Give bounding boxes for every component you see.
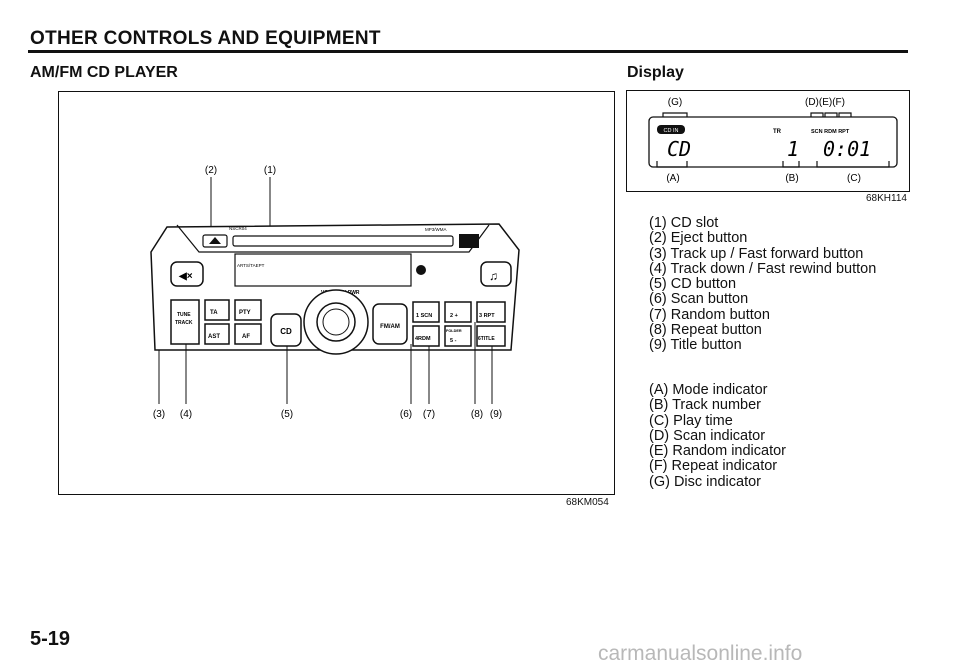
list-item: (8) Repeat button (649, 322, 762, 339)
indicators-list: (A) Mode indicator (B) Track number (C) … (649, 382, 786, 490)
callout-8: (8) (471, 409, 483, 420)
model-label: NSCR04 (229, 226, 247, 231)
svg-text:3 RPT: 3 RPT (479, 313, 495, 319)
track-segment: 1 (787, 137, 799, 161)
callout-1: (1) (264, 165, 276, 176)
right-figure-id: 68KH114 (866, 193, 907, 204)
list-item: (A) Mode indicator (649, 382, 768, 398)
format-label: MP3/WMA (425, 227, 447, 232)
left-heading: AM/FM CD PLAYER (30, 64, 178, 81)
right-heading: Display (627, 64, 684, 81)
lcd-frame (648, 116, 898, 168)
list-item: (4) Track down / Fast rewind button (649, 260, 877, 277)
callout-9: (9) (490, 409, 502, 420)
list-item: (E) Random indicator (649, 443, 786, 460)
cd-button-shape (270, 313, 302, 347)
label-c: (C) (847, 173, 861, 184)
header-rule (28, 50, 908, 53)
svg-text:◀×: ◀× (178, 271, 193, 282)
svg-text:SCN RDM RPT: SCN RDM RPT (811, 129, 850, 135)
callout-5: (5) (281, 409, 293, 420)
svg-text:FM/AM: FM/AM (380, 324, 400, 330)
music-button-shape (480, 261, 512, 287)
label-b: (B) (785, 173, 798, 184)
list-item: (9) Title button (649, 337, 742, 354)
list-item: (1) CD slot (649, 215, 719, 231)
list-item: (B) Track number (649, 397, 761, 414)
svg-text:AF: AF (242, 334, 250, 340)
left-figure-id: 68KM054 (566, 497, 609, 508)
list-item: (5) CD button (649, 276, 737, 293)
list-item: (C) Play time (649, 412, 733, 429)
label-a: (A) (666, 173, 679, 184)
cd-slot-shape (232, 235, 454, 247)
svg-text:1 SCN: 1 SCN (416, 313, 432, 319)
section-title: OTHER CONTROLS AND EQUIPMENT (30, 28, 381, 49)
callout-2: (2) (205, 165, 217, 176)
svg-text:PTY: PTY (239, 310, 251, 316)
mp3-logo (459, 234, 479, 248)
svg-text:♫: ♫ (489, 269, 498, 283)
watermark: carmanualsonline.info (598, 642, 803, 665)
mute-button-shape (170, 261, 204, 287)
label-g: (G) (668, 97, 682, 108)
cd-in-badge (657, 125, 685, 134)
svg-text:CD: CD (280, 327, 292, 336)
svg-text:ARTS/TAEPT: ARTS/TAEPT (237, 263, 265, 268)
svg-text:5 -: 5 - (450, 338, 457, 344)
svg-text:TUNE: TUNE (177, 312, 191, 318)
label-def: (D)(E)(F) (805, 97, 845, 108)
svg-text:TRACK: TRACK (175, 320, 193, 326)
svg-text:AST: AST (208, 334, 220, 340)
cd-player-figure: (2) (1) NSCR04 MP3/WMA ◀× ♫ ARTS/TAEPT V… (58, 91, 615, 495)
svg-text:TA: TA (210, 310, 218, 316)
cd-player-illustration: (2) (1) NSCR04 MP3/WMA ◀× ♫ ARTS/TAEPT V… (150, 165, 520, 420)
svg-text:TR: TR (773, 129, 782, 135)
list-item: (6) Scan button (649, 291, 749, 308)
list-item: (G) Disc indicator (649, 473, 761, 490)
svg-text:CD IN: CD IN (664, 128, 679, 134)
unit-display-window (234, 253, 412, 287)
display-figure: (G) (D)(E)(F) CD IN TR SCN RDM RPT CD 1 … (626, 90, 910, 192)
callout-6: (6) (400, 409, 412, 420)
svg-text:FOLDER: FOLDER (446, 329, 462, 333)
svg-text:2 +: 2 + (450, 313, 458, 319)
list-item: (3) Track up / Fast forward button (649, 245, 864, 262)
page-number: 5-19 (30, 628, 71, 650)
list-item: (7) Random button (649, 306, 770, 323)
display-illustration: (G) (D)(E)(F) CD IN TR SCN RDM RPT CD 1 … (648, 97, 898, 184)
callout-4: (4) (180, 409, 192, 420)
svg-text:6TITLE: 6TITLE (478, 336, 495, 342)
buttons-list: (1) CD slot (2) Eject button (3) Track u… (649, 215, 877, 354)
mode-segment: CD (667, 137, 691, 161)
callout-3: (3) (153, 409, 165, 420)
list-item: (F) Repeat indicator (649, 458, 778, 475)
svg-text:4RDM: 4RDM (415, 336, 431, 342)
list-item: (2) Eject button (649, 230, 748, 247)
list-item: (D) Scan indicator (649, 427, 766, 444)
time-segment: 0:01 (823, 137, 871, 161)
callout-7: (7) (423, 409, 435, 420)
